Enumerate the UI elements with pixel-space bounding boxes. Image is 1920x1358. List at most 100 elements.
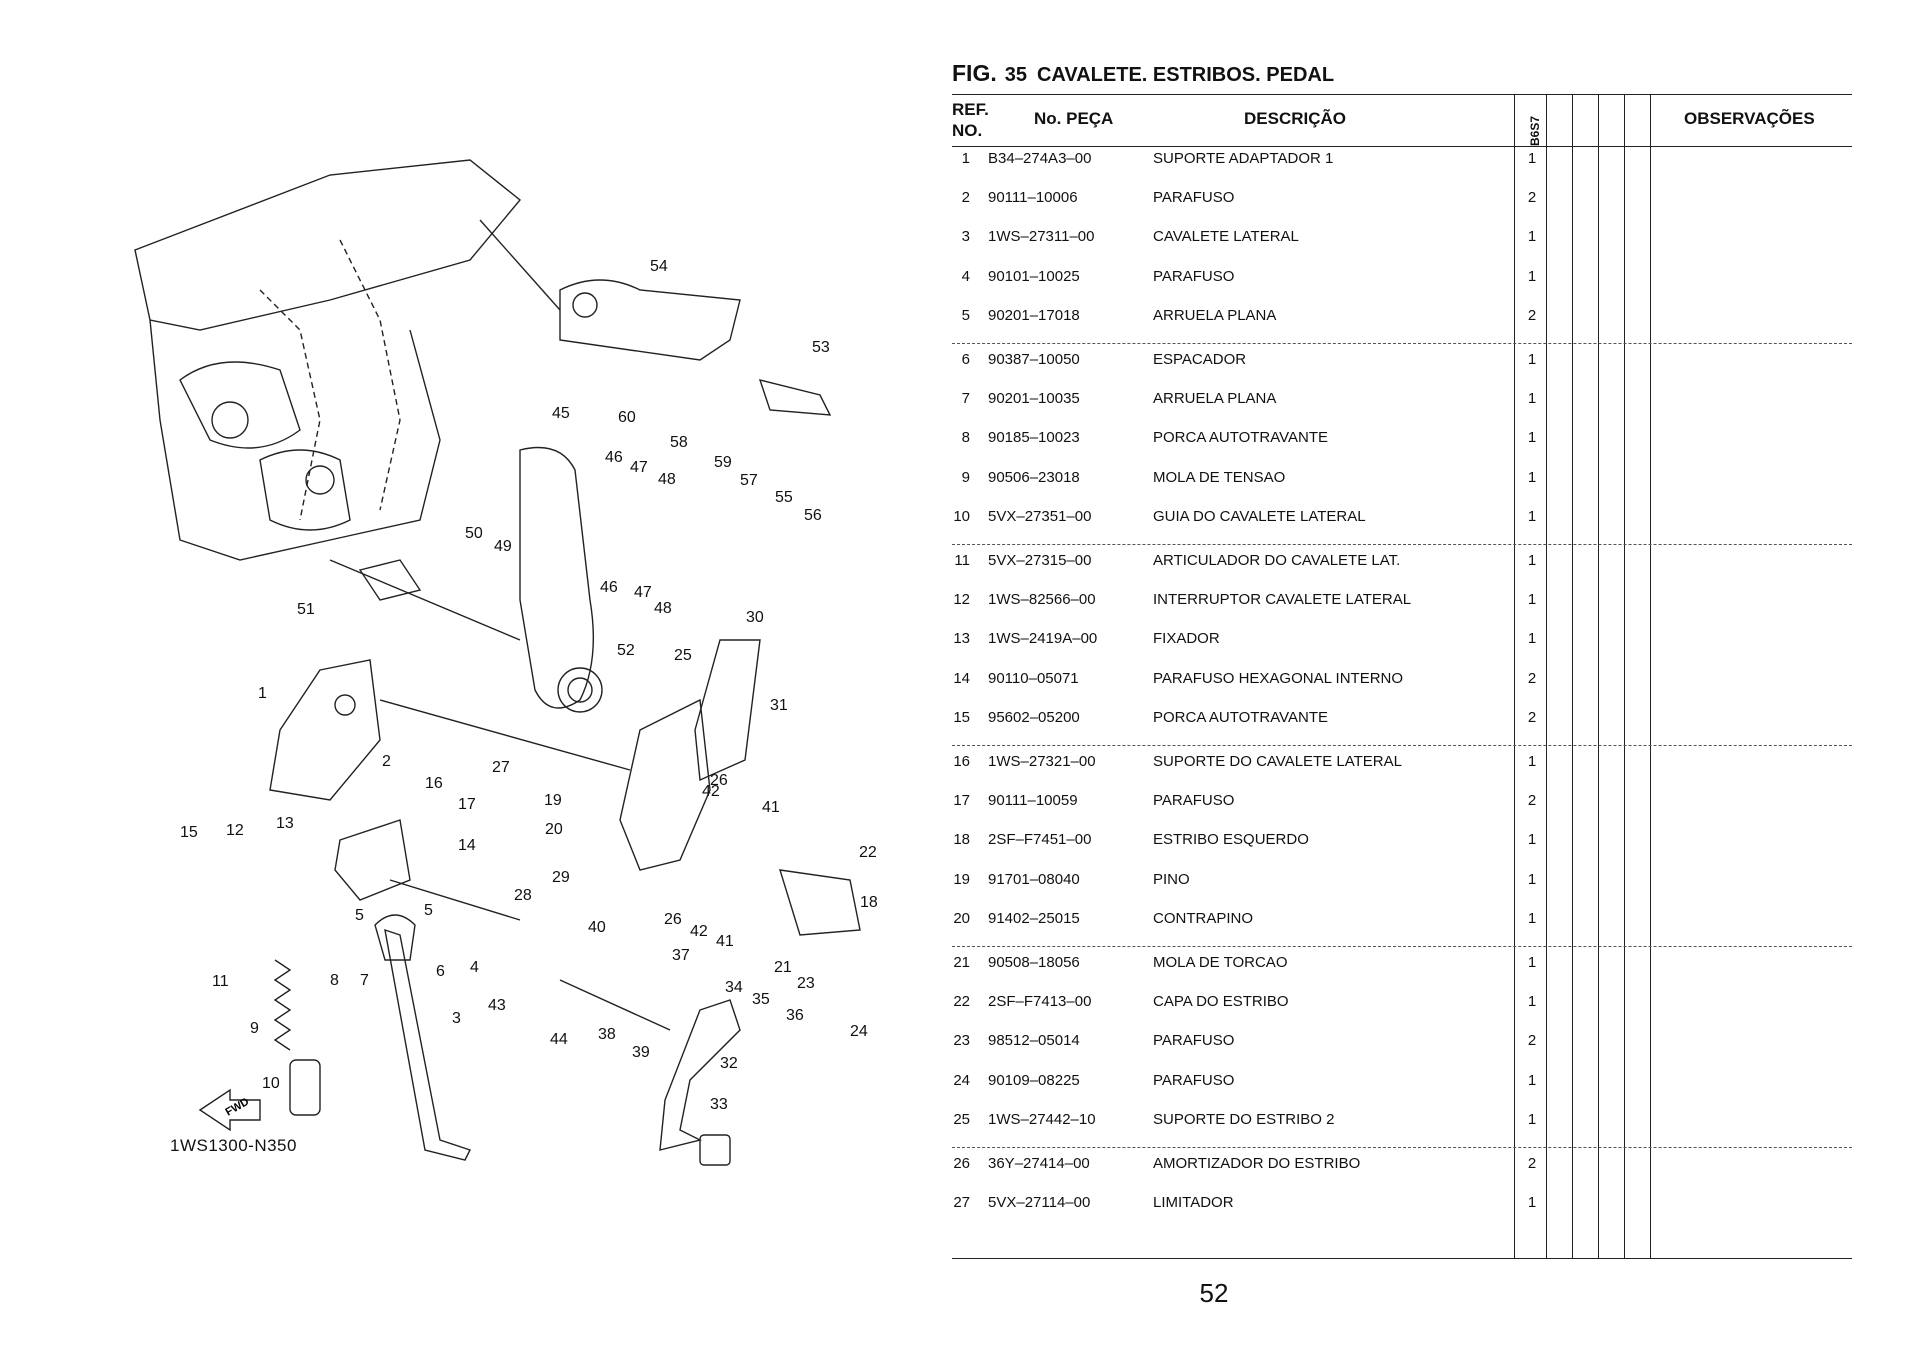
- callout-label: 2: [382, 753, 391, 770]
- callout-label: 44: [550, 1031, 568, 1048]
- frame-mount-lower: [259, 449, 351, 531]
- callout-label: 39: [632, 1044, 650, 1061]
- callout-label: 32: [720, 1055, 738, 1072]
- quantity-cell: 2: [1527, 708, 1537, 726]
- description-cell: CONTRAPINO: [1153, 909, 1254, 927]
- description-cell: CAVALETE LATERAL: [1153, 228, 1299, 246]
- ref-cell: 19: [953, 870, 970, 888]
- heel-guard: [694, 639, 761, 782]
- description-cell: PORCA AUTOTRAVANTE: [1153, 429, 1329, 447]
- figure-number: 35: [1004, 64, 1027, 86]
- callout-label: 17: [458, 796, 476, 813]
- description-cell: PARAFUSO: [1153, 1032, 1235, 1050]
- callout-label: 19: [544, 792, 562, 809]
- callout-label: 24: [850, 1023, 868, 1040]
- part-number-cell: 98512–05014: [988, 1032, 1080, 1050]
- side-stand: [384, 928, 471, 1161]
- callout-label: 47: [634, 584, 652, 601]
- part-number-cell: 2SF–F7413–00: [988, 993, 1092, 1011]
- part-number-cell: 90506–23018: [988, 468, 1080, 486]
- part-number-cell: 36Y–27414–00: [988, 1155, 1090, 1172]
- callout-label: 10: [262, 1075, 280, 1092]
- front-footrest-bracket: [619, 698, 711, 871]
- ref-cell: 13: [953, 630, 970, 648]
- callout-label: 14: [458, 837, 476, 854]
- stand-guide: [289, 1059, 321, 1116]
- fwd-label: FWD: [224, 1096, 252, 1119]
- callout-label: 36: [786, 1007, 804, 1024]
- callout-label: 33: [710, 1096, 728, 1113]
- group-separator: [952, 343, 1852, 344]
- group-separator: [952, 946, 1852, 947]
- quantity-cell: 2: [1527, 189, 1537, 207]
- part-number-cell: 90201–17018: [988, 306, 1080, 324]
- table-top-rule: [952, 94, 1852, 95]
- ref-cell: 12: [953, 591, 970, 609]
- part-number-cell: 90185–10023: [988, 429, 1080, 447]
- callout-label: 41: [762, 799, 780, 816]
- shift-lever: [659, 999, 741, 1151]
- figure-name: CAVALETE. ESTRIBOS. PEDAL: [1036, 64, 1335, 86]
- part-number-cell: 90110–05071: [988, 669, 1079, 687]
- tension-spring: [273, 959, 292, 1051]
- quantity-cell: 1: [1527, 267, 1537, 285]
- part-number-cell: 90111–10059: [988, 792, 1078, 810]
- quantity-cell: 2: [1527, 792, 1537, 810]
- callout-label: 4: [470, 959, 479, 976]
- ref-cell: 11: [954, 552, 970, 569]
- callout-label: 45: [552, 405, 570, 422]
- callout-label: 30: [746, 609, 764, 626]
- part-number-cell: 1WS–82566–00: [988, 591, 1096, 609]
- ref-cell: 9: [961, 468, 970, 486]
- ref-cell: 8: [961, 429, 970, 447]
- quantity-cell: 1: [1527, 870, 1537, 888]
- callout-label: 42: [690, 923, 708, 940]
- callout-label: 56: [804, 507, 822, 524]
- part-number-cell: 5VX–27315–00: [988, 552, 1092, 569]
- callout-label: 48: [658, 471, 676, 488]
- callout-label: 54: [650, 258, 668, 275]
- description-cell: SUPORTE DO ESTRIBO 2: [1153, 1110, 1335, 1128]
- quantity-cell: 1: [1527, 954, 1537, 971]
- quantity-cell: 1: [1527, 1071, 1537, 1089]
- table-bottom-rule: [952, 1258, 1852, 1259]
- callout-label: 1: [258, 685, 267, 702]
- callout-label: 9: [250, 1020, 259, 1037]
- diagram-drawing: [134, 159, 861, 1166]
- rear-footrest-bracket: [559, 279, 741, 361]
- callout-label: 38: [598, 1026, 616, 1043]
- callout-label: 25: [674, 647, 692, 664]
- header-part-no: No. PEÇA: [1034, 109, 1114, 128]
- description-cell: INTERRUPTOR CAVALETE LATERAL: [1153, 591, 1412, 609]
- frame-bracket: [358, 559, 422, 601]
- description-cell: PARAFUSO: [1153, 267, 1235, 285]
- group-separator: [952, 544, 1852, 545]
- description-cell: ESTRIBO ESQUERDO: [1153, 831, 1309, 849]
- ref-cell: 21: [953, 954, 970, 971]
- part-number-cell: 95602–05200: [988, 708, 1080, 726]
- ref-cell: 7: [961, 390, 970, 408]
- quantity-cell: 1: [1527, 1194, 1537, 1212]
- quantity-cell: 1: [1527, 630, 1537, 648]
- footrest-plate: [519, 446, 595, 709]
- part-number-cell: 1WS–27442–10: [988, 1110, 1096, 1128]
- callout-label: 34: [725, 979, 743, 996]
- description-cell: PARAFUSO: [1153, 189, 1235, 207]
- description-cell: PARAFUSO: [1153, 1071, 1235, 1089]
- quantity-cell: 2: [1527, 306, 1537, 324]
- description-cell: LIMITADOR: [1153, 1194, 1234, 1212]
- header-model-code: B6S7: [1528, 115, 1542, 146]
